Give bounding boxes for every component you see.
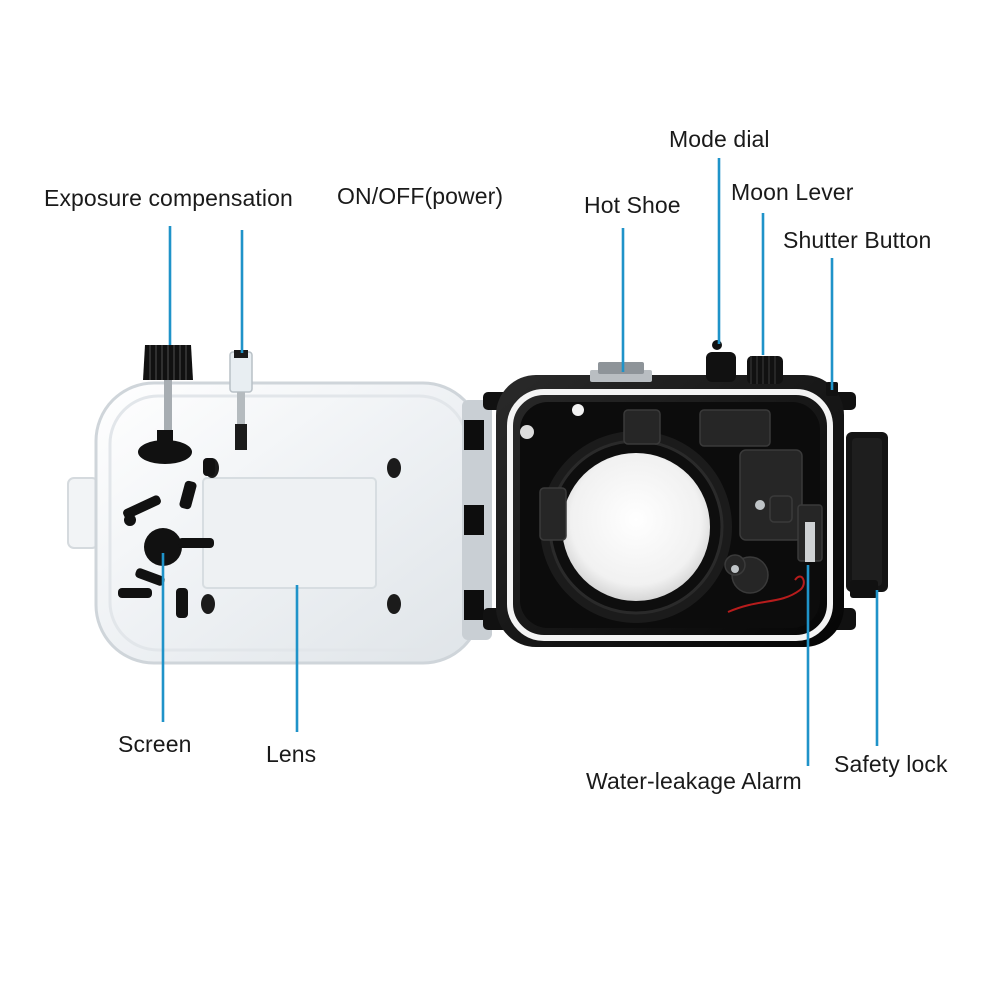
- label-lens: Lens: [266, 741, 317, 767]
- leader-lines: [161, 158, 879, 766]
- black-housing-body: [483, 340, 888, 647]
- label-shutter-button: Shutter Button: [783, 227, 932, 253]
- label-hot-shoe: Hot Shoe: [584, 192, 681, 218]
- label-safety-lock: Safety lock: [834, 751, 948, 777]
- clear-back-door: [67, 345, 492, 665]
- label-on-off-power: ON/OFF(power): [337, 183, 504, 209]
- label-exposure-compensation: Exposure compensation: [44, 185, 293, 211]
- label-water-leakage-alarm: Water-leakage Alarm: [586, 768, 802, 794]
- label-moon-lever: Moon Lever: [731, 179, 854, 205]
- label-screen: Screen: [118, 731, 192, 757]
- label-mode-dial: Mode dial: [669, 126, 770, 152]
